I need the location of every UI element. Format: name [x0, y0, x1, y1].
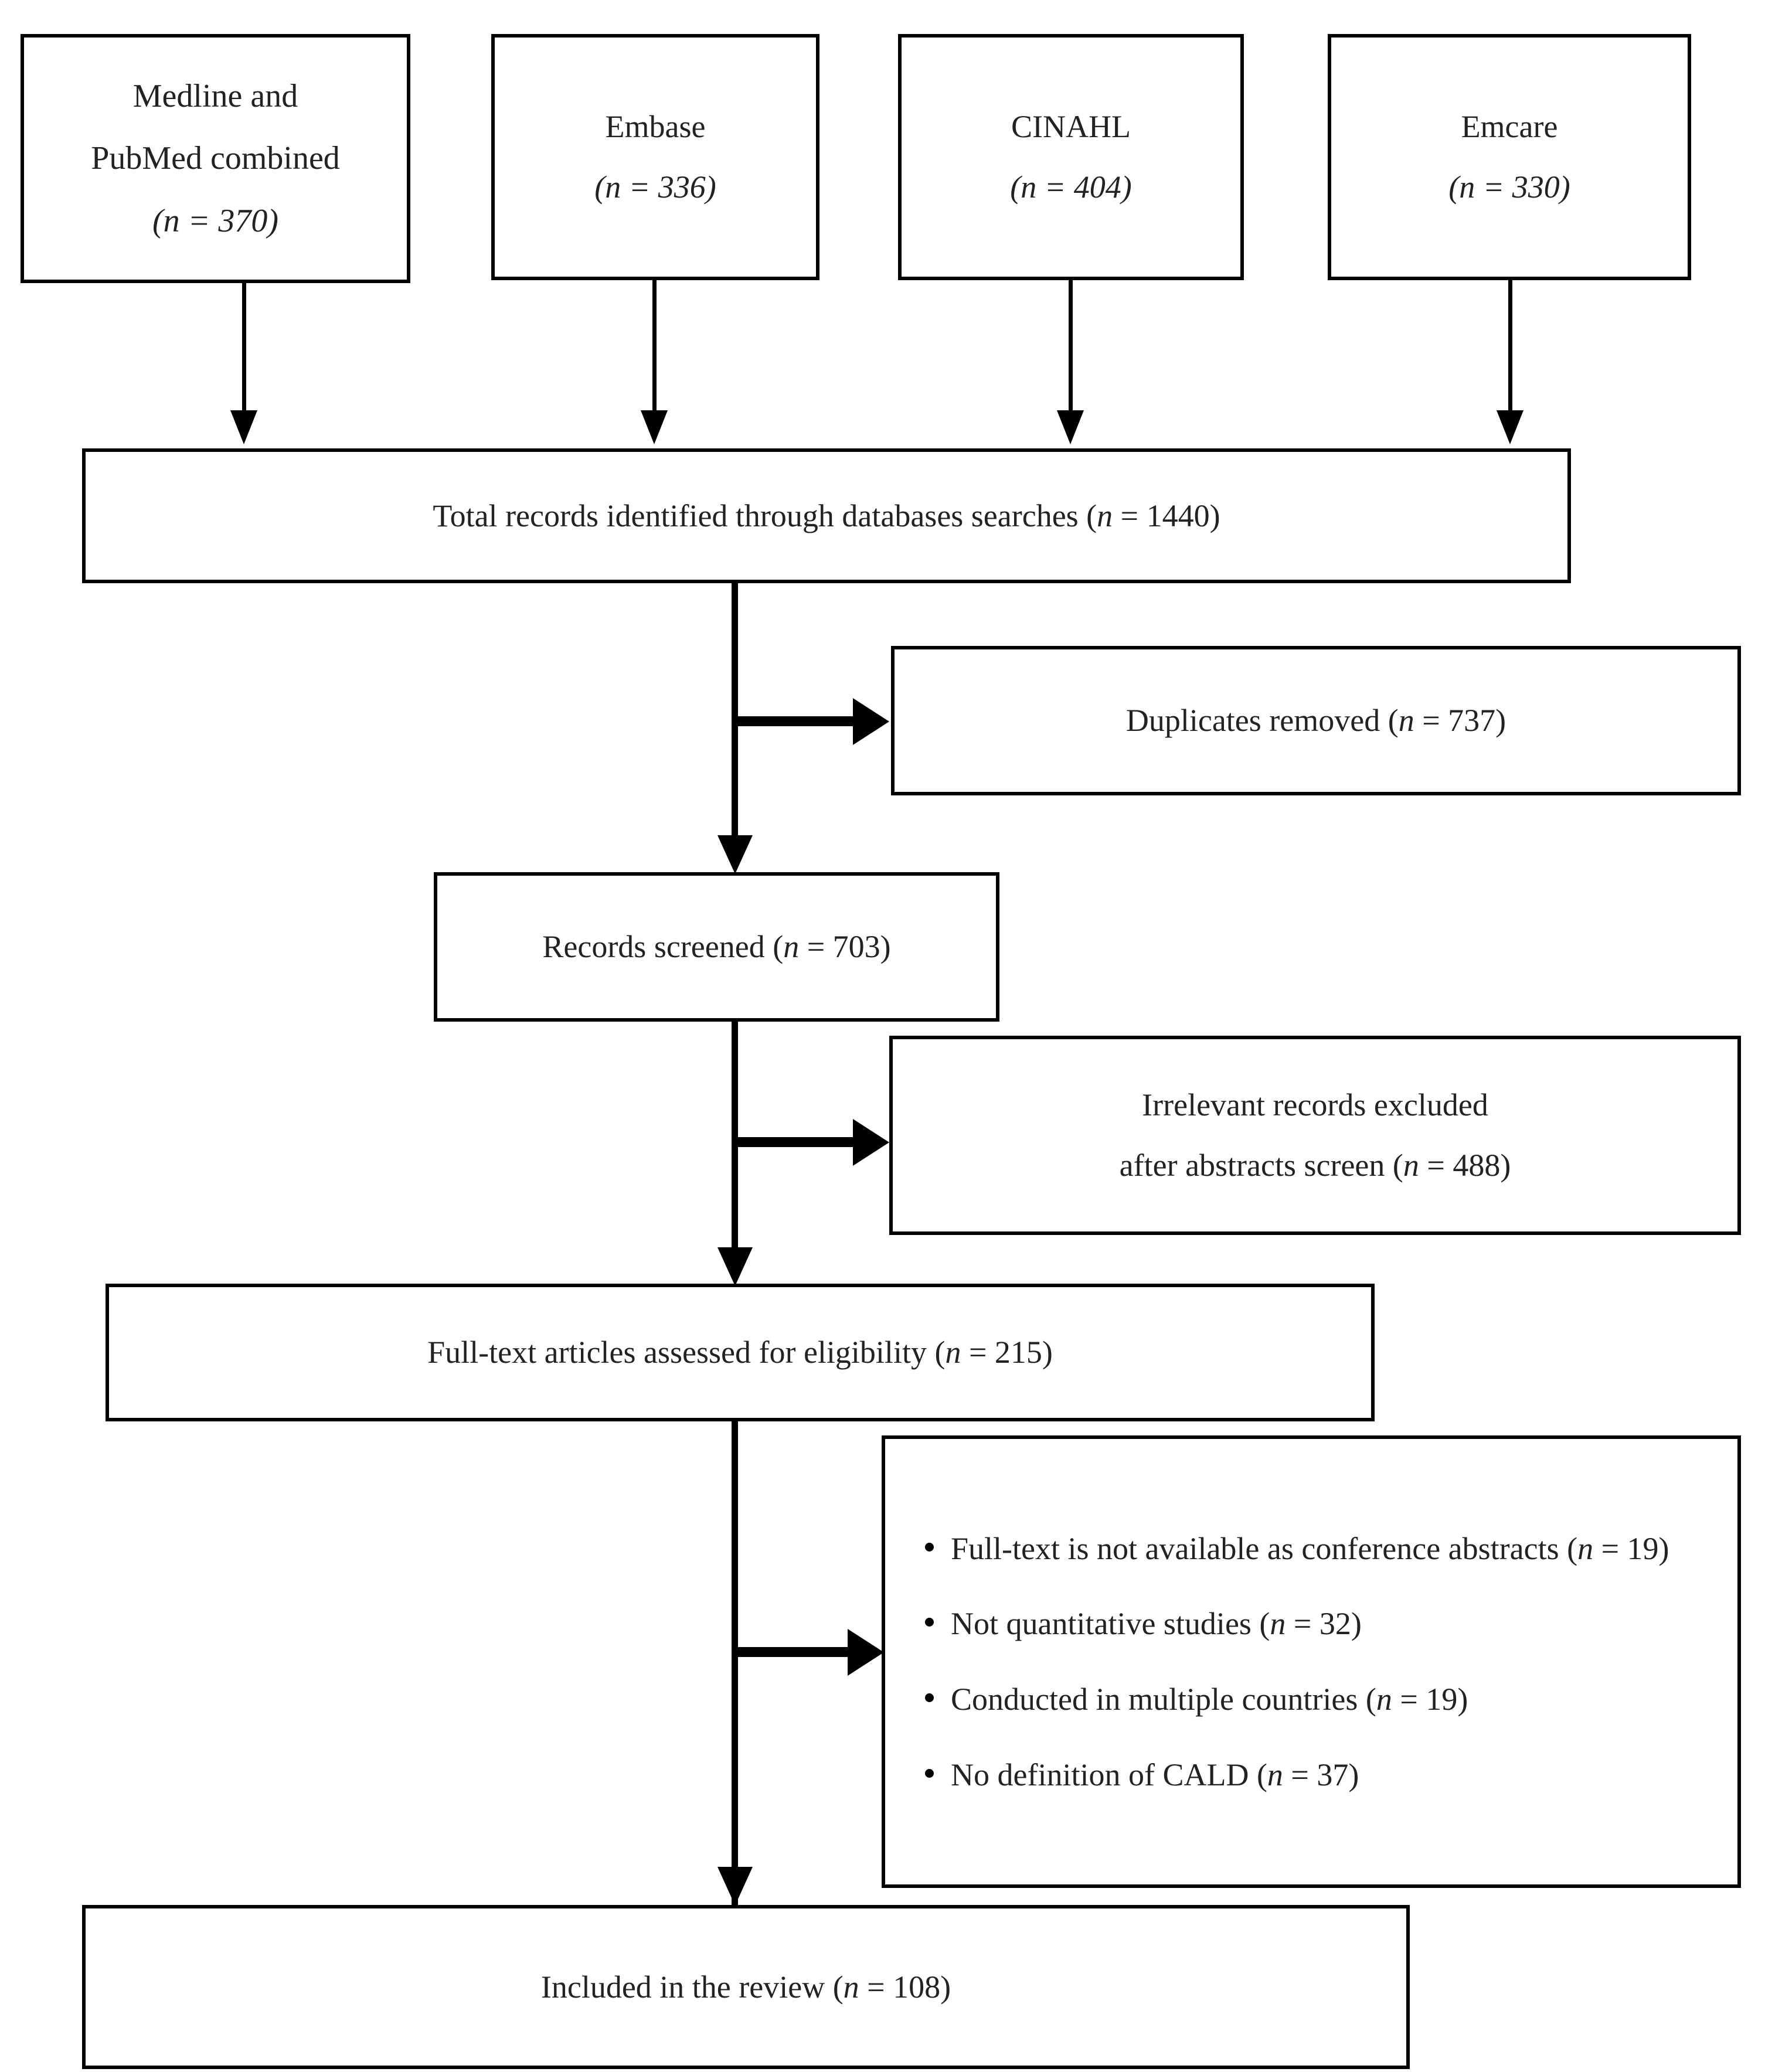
- list-item: Not quantitative studies (n = 32): [925, 1601, 1743, 1646]
- included-box: Included in the review (n = 108): [82, 1905, 1410, 2069]
- arrow-to-irrelevant: [853, 1119, 889, 1166]
- spine-screened-to-fulltext: [732, 1022, 738, 1250]
- arrow-total-to-screened: [717, 835, 753, 874]
- exclusion-reason-text: No definition of CALD (n = 37): [951, 1757, 1359, 1792]
- records-screened-box: Records screened (n = 703): [434, 872, 999, 1022]
- arrow-embase-to-total: [641, 410, 668, 444]
- irrelevant-excluded-line2: after abstracts screen (n = 488): [1119, 1148, 1511, 1183]
- total-records-label: Total records identified through databas…: [433, 498, 1220, 533]
- branch-to-duplicates: [732, 716, 855, 726]
- duplicates-removed-box: Duplicates removed (n = 737): [891, 646, 1741, 795]
- source-count: (n = 404): [1010, 169, 1132, 205]
- exclusion-reason-text: Not quantitative studies (n = 32): [951, 1606, 1362, 1642]
- arrow-to-duplicates: [853, 698, 889, 745]
- fulltext-assessed-label: Full-text articles assessed for eligibil…: [427, 1335, 1053, 1370]
- branch-to-exclusion-reasons: [732, 1647, 849, 1657]
- spine-total-to-screened: [732, 583, 738, 838]
- source-box-medline-pubmed: Medline and PubMed combined (n = 370): [21, 34, 410, 283]
- source-label-line1: Emcare: [1461, 109, 1558, 145]
- list-item: Conducted in multiple countries (n = 19): [925, 1677, 1743, 1722]
- included-label: Included in the review (n = 108): [540, 1969, 951, 2005]
- records-screened-label: Records screened (n = 703): [542, 929, 891, 965]
- source-label-line1: Embase: [605, 109, 706, 145]
- list-item: Full-text is not available as conference…: [925, 1526, 1743, 1571]
- list-item: No definition of CALD (n = 37): [925, 1753, 1743, 1798]
- source-box-cinahl: CINAHL (n = 404): [898, 34, 1244, 280]
- arrow-medline-to-total: [230, 410, 257, 444]
- arrow-cinahl-to-total: [1057, 410, 1084, 444]
- exclusion-reasons-list: Full-text is not available as conference…: [920, 1526, 1743, 1798]
- source-box-embase: Embase (n = 336): [491, 34, 819, 280]
- branch-to-irrelevant: [732, 1137, 855, 1147]
- arrow-to-exclusion-reasons: [848, 1629, 884, 1676]
- source-label-line1: CINAHL: [1011, 109, 1131, 145]
- connector-medline-to-total: [242, 283, 246, 415]
- irrelevant-excluded-line1: Irrelevant records excluded: [1142, 1087, 1488, 1123]
- source-box-emcare: Emcare (n = 330): [1328, 34, 1691, 280]
- source-label-line1: Medline and: [132, 77, 298, 114]
- source-count: (n = 336): [594, 169, 716, 205]
- fulltext-assessed-box: Full-text articles assessed for eligibil…: [106, 1284, 1375, 1421]
- irrelevant-excluded-box: Irrelevant records excluded after abstra…: [889, 1036, 1741, 1235]
- source-count: (n = 330): [1448, 169, 1570, 205]
- exclusion-reason-text: Full-text is not available as conference…: [951, 1530, 1669, 1566]
- source-count: (n = 370): [152, 202, 279, 239]
- spine-fulltext-to-included: [732, 1421, 738, 1905]
- source-label-line2: PubMed combined: [91, 140, 340, 177]
- exclusion-reason-text: Conducted in multiple countries (n = 19): [951, 1682, 1468, 1717]
- connector-cinahl-to-total: [1069, 280, 1073, 415]
- arrow-fulltext-to-included: [717, 1867, 753, 1906]
- total-records-box: Total records identified through databas…: [82, 448, 1571, 583]
- arrow-emcare-to-total: [1497, 410, 1523, 444]
- connector-emcare-to-total: [1508, 280, 1512, 415]
- exclusion-reasons-box: Full-text is not available as conference…: [882, 1435, 1741, 1888]
- arrow-screened-to-fulltext: [717, 1247, 753, 1286]
- duplicates-removed-label: Duplicates removed (n = 737): [1125, 703, 1506, 739]
- connector-embase-to-total: [652, 280, 657, 415]
